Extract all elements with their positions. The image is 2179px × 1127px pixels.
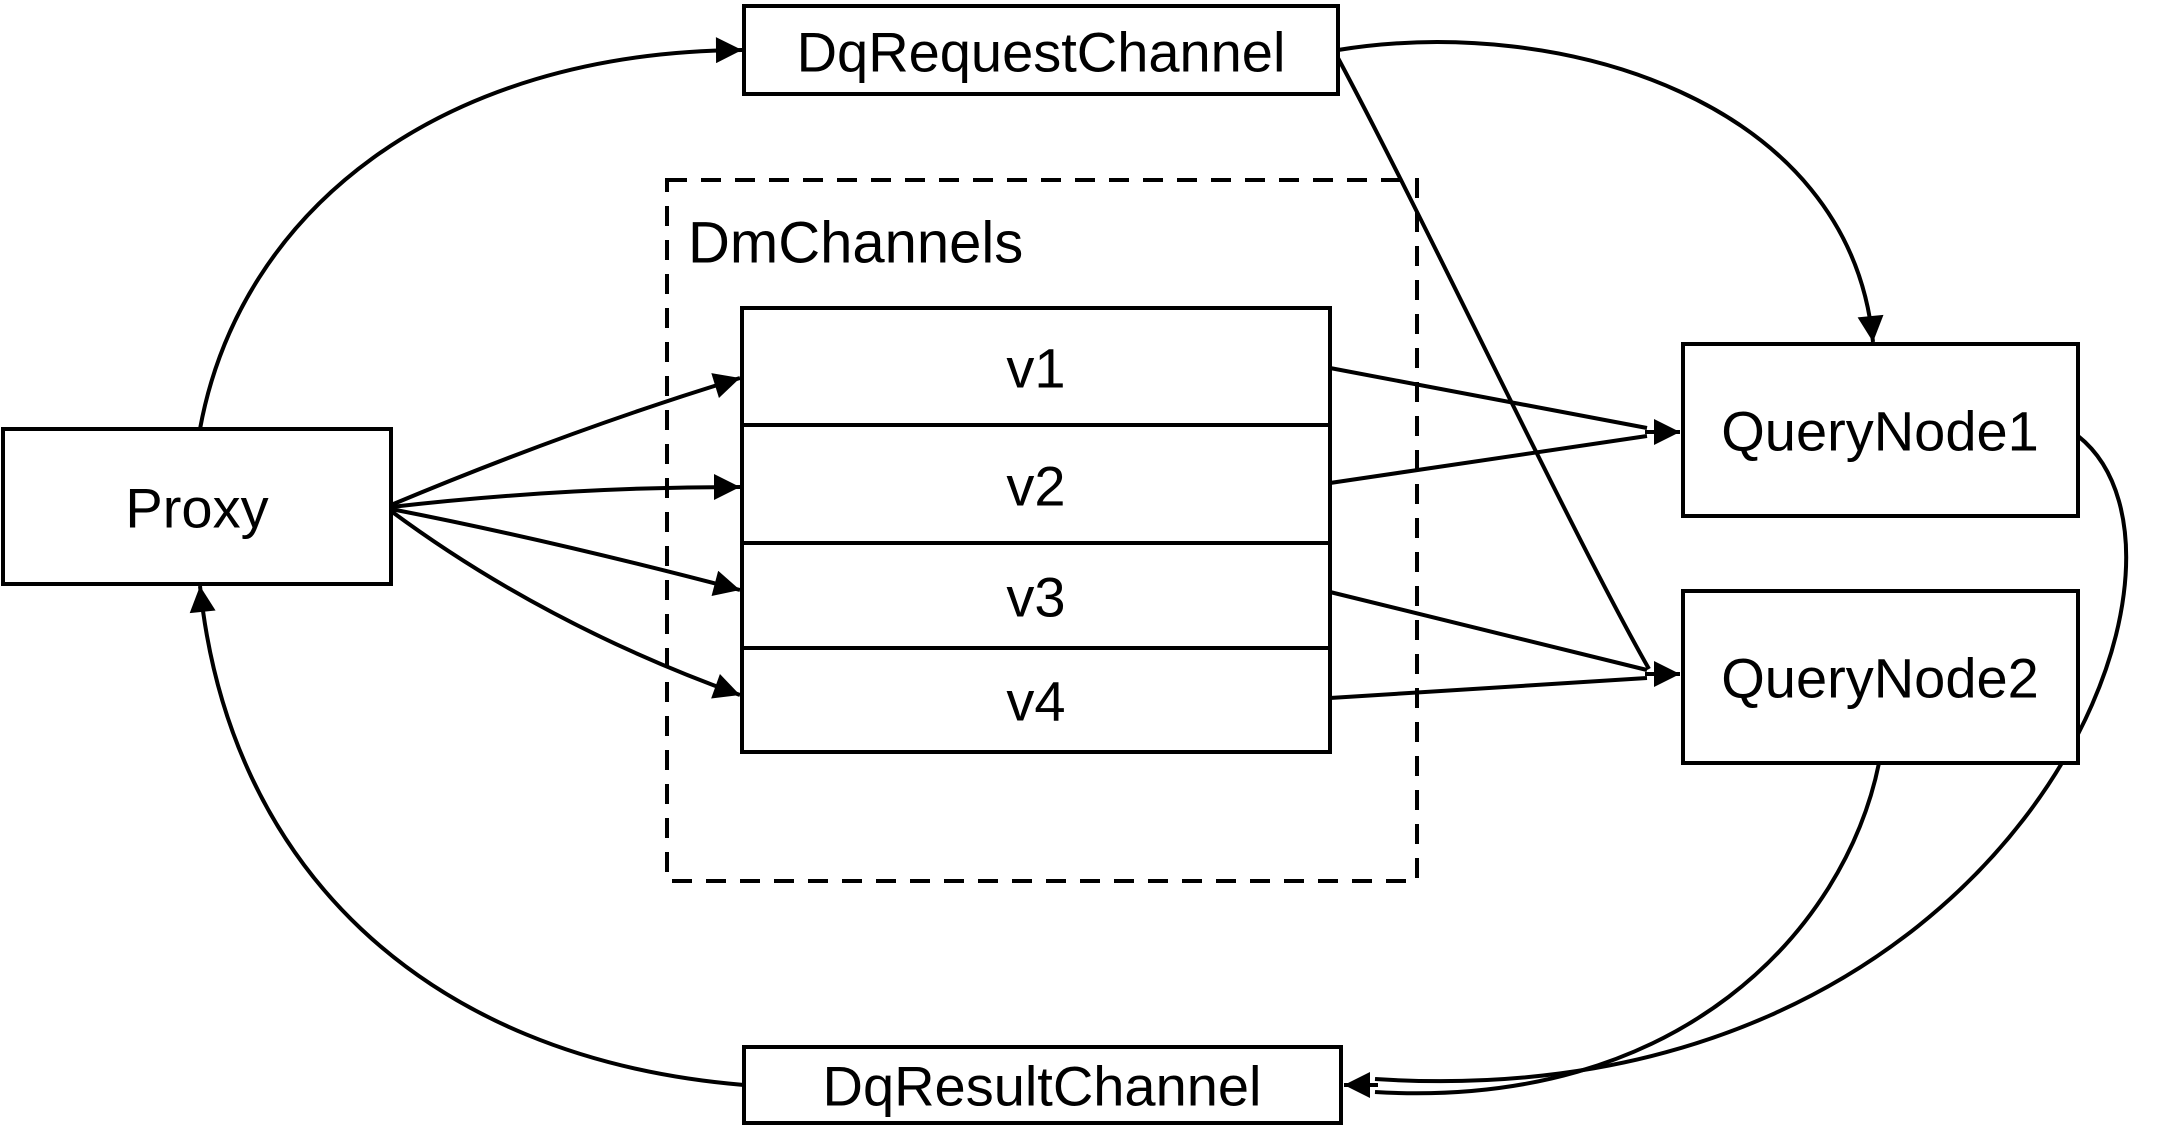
edges bbox=[189, 37, 2129, 1098]
edge-v3-to-querynode2 bbox=[1329, 590, 1648, 672]
node-querynode1 bbox=[1681, 342, 2080, 518]
node-dqresultchannel-label: DqResultChannel bbox=[823, 1055, 1262, 1118]
edge-dqresultchannel-to-proxy bbox=[189, 585, 745, 1087]
edge-proxy-to-v4 bbox=[389, 509, 741, 699]
node-proxy bbox=[1, 427, 393, 586]
edge-proxy-to-v3 bbox=[390, 507, 741, 596]
channel-v2-label: v2 bbox=[1006, 455, 1065, 518]
group-dmchannels-label: DmChannels bbox=[688, 211, 1023, 276]
group-dmchannels bbox=[665, 178, 1419, 883]
edge-dqrequestchannel-to-querynode1 bbox=[1337, 40, 1884, 343]
edge-proxy-to-v1 bbox=[390, 373, 741, 507]
edge-v2-to-querynode1 bbox=[1329, 434, 1648, 485]
node-querynode2-label: QueryNode2 bbox=[1721, 647, 2039, 710]
channel-stack bbox=[740, 306, 1332, 754]
node-querynode1-label: QueryNode1 bbox=[1721, 400, 2039, 463]
channel-v1-label: v1 bbox=[1006, 337, 1065, 400]
node-dqresultchannel bbox=[742, 1045, 1343, 1125]
node-querynode2 bbox=[1681, 589, 2080, 765]
channel-v3-label: v3 bbox=[1006, 566, 1065, 629]
edge-dqrequestchannel-to-querynode2 bbox=[1336, 57, 1651, 670]
edge-v1-to-querynode1 bbox=[1329, 366, 1648, 430]
node-dqrequestchannel-label: DqRequestChannel bbox=[797, 21, 1286, 84]
edge-v4-to-querynode2 bbox=[1329, 676, 1648, 700]
edge-querynode2-to-dqresultchannel bbox=[1374, 762, 1881, 1096]
nodes: Proxy DqRequestChannel DmChannels v1 v2 … bbox=[1, 4, 2080, 1125]
channel-v4-label: v4 bbox=[1006, 670, 1065, 733]
edge-proxy-to-dqrequestchannel bbox=[198, 37, 743, 430]
node-dqrequestchannel bbox=[742, 4, 1340, 96]
node-proxy-label: Proxy bbox=[125, 477, 268, 540]
edge-querynode1-to-dqresultchannel bbox=[1374, 434, 2129, 1084]
edge-proxy-to-v2 bbox=[390, 474, 741, 509]
